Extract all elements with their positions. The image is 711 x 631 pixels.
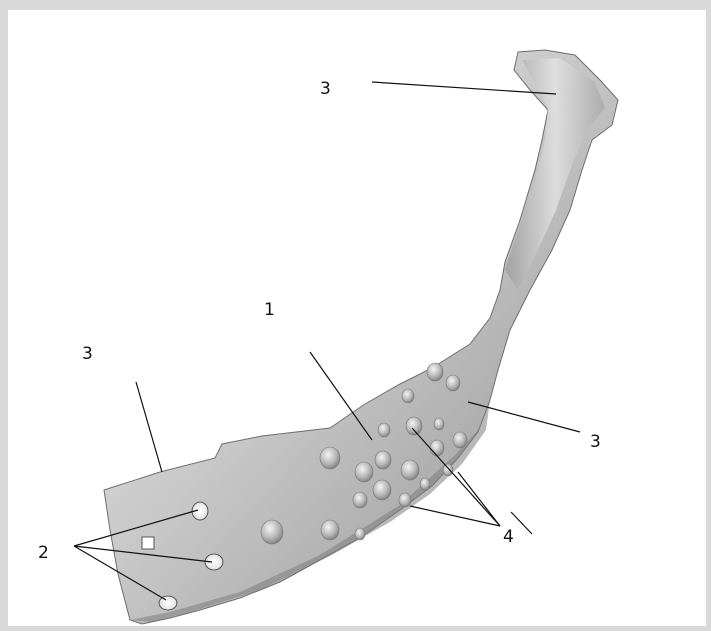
leader-3-left [136,382,162,472]
label-1: 1 [264,300,275,320]
leader-tick [511,512,532,534]
label-3-top: 3 [320,79,331,99]
label-4: 4 [503,527,514,547]
label-3-left: 3 [82,344,93,364]
label-3-right: 3 [590,432,601,452]
label-2: 2 [38,543,49,563]
ramus-highlight [505,58,605,290]
